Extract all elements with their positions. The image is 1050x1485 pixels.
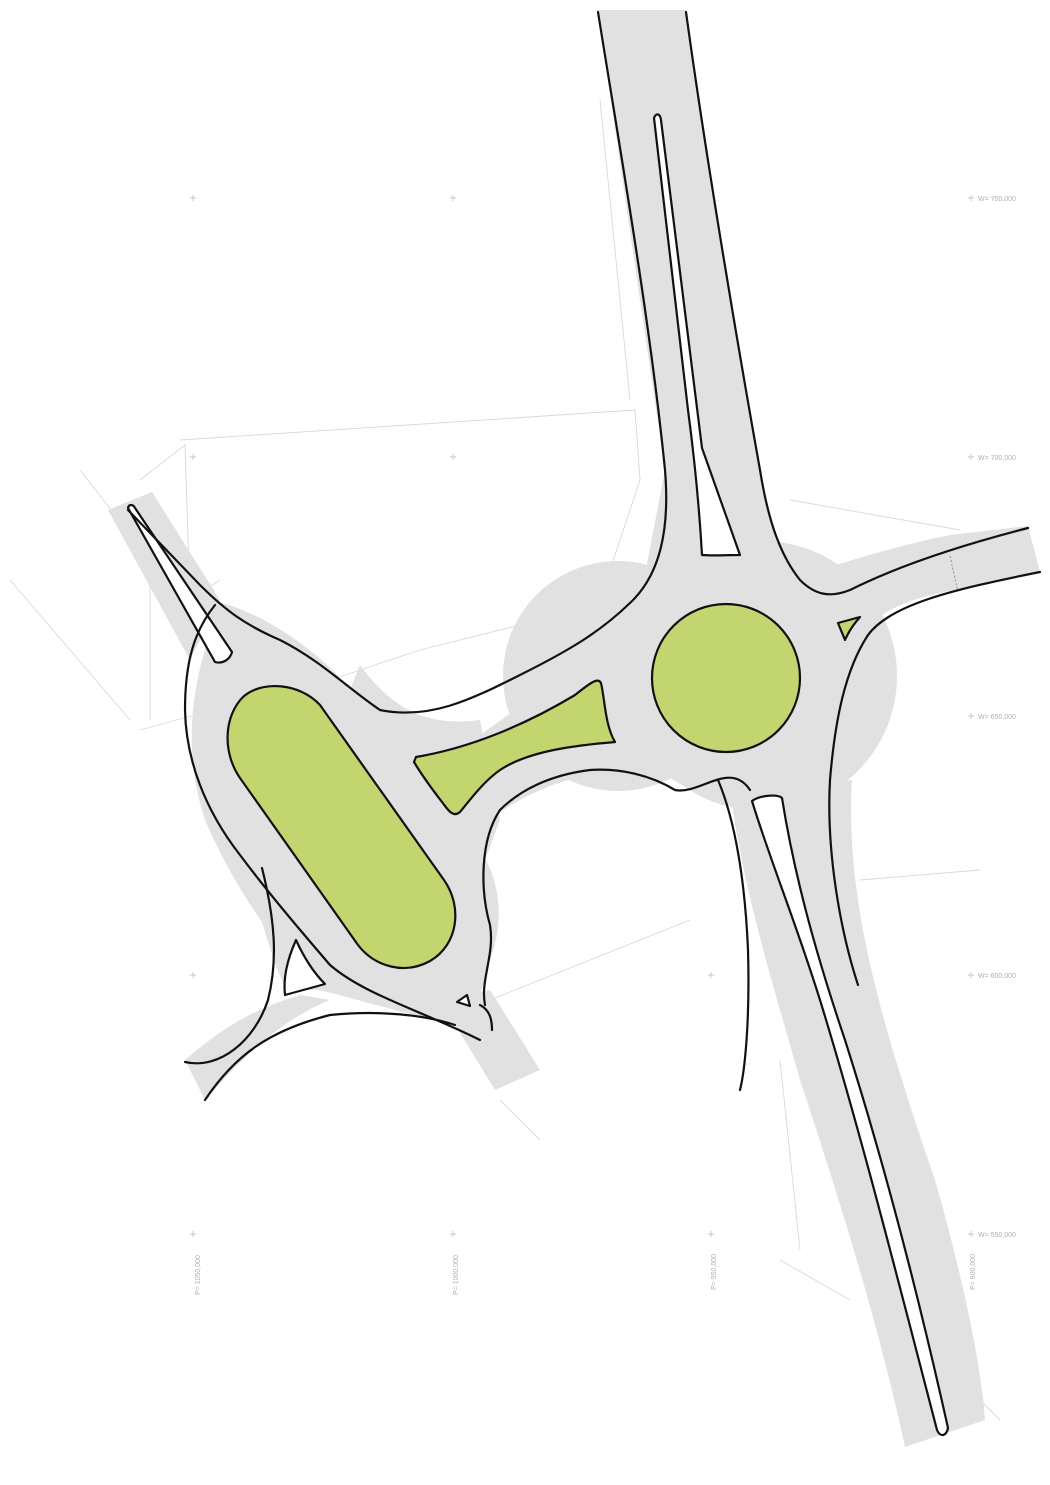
south-west-curb xyxy=(482,768,752,1007)
north-road-east-curb xyxy=(684,10,1030,596)
east-road-south-curb xyxy=(828,570,1042,987)
north-splitter xyxy=(652,113,742,557)
southwest-outer-curb xyxy=(183,866,276,1065)
grid-label-w-600: W= 600,000 xyxy=(978,973,1016,980)
southwest-inner-curb xyxy=(203,1011,457,1102)
south-splitter xyxy=(750,794,950,1437)
oval-west-curb xyxy=(183,603,482,1042)
south-small-triangle-island xyxy=(455,993,472,1008)
grid-label-p-1000: P= 1000,000 xyxy=(453,1255,460,1295)
west-slip xyxy=(240,860,330,990)
splitter-islands xyxy=(126,113,950,1437)
southwest-slip xyxy=(185,995,330,1100)
grid-label-p-900: P= 900,000 xyxy=(970,1254,977,1290)
grid-label-w-700: W= 700,000 xyxy=(978,455,1016,462)
southeast-stub-curb xyxy=(478,1003,494,1032)
connector-island xyxy=(412,679,617,816)
grid-label-w-650: W= 650,000 xyxy=(978,714,1016,721)
east-triangle-island xyxy=(836,615,862,642)
green-islands xyxy=(226,602,862,969)
north-road-west-curb xyxy=(126,10,668,714)
grid-label-p-1050: P= 1050,000 xyxy=(195,1255,202,1295)
southwest-triangle-island xyxy=(283,938,327,997)
southeast-stub xyxy=(440,990,540,1090)
roundabout-central-island xyxy=(650,602,802,754)
grid-label-p-950: P= 950,000 xyxy=(711,1254,718,1290)
grid-label-w-750: W= 750,000 xyxy=(978,196,1016,203)
inner-south-curb xyxy=(716,778,750,1092)
grid-label-w-550: W= 550,000 xyxy=(978,1232,1016,1239)
northwest-splitter xyxy=(126,503,234,664)
grid-labels: W= 750,000 W= 700,000 W= 650,000 W= 600,… xyxy=(195,196,1016,1295)
north-road xyxy=(598,10,785,600)
curb-lines xyxy=(126,10,1042,1102)
oval-central-island xyxy=(226,685,457,969)
